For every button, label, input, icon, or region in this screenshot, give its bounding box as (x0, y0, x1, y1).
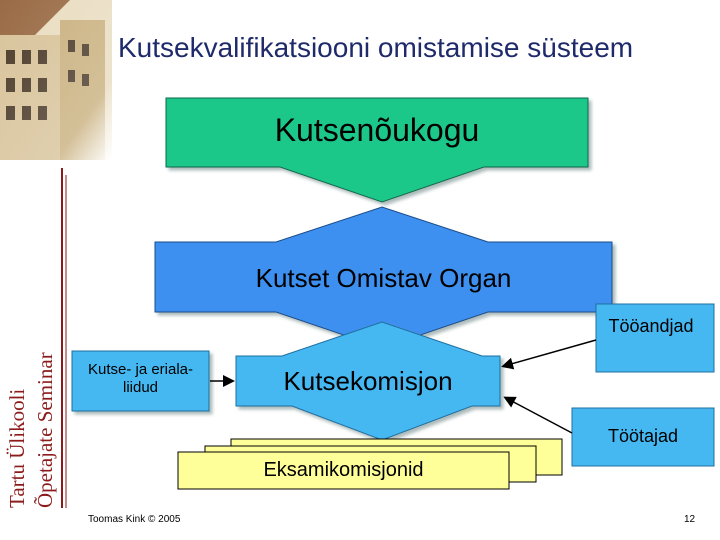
kutsenoukogu-label: Kutsenõukogu (166, 112, 588, 149)
omistav-organ-label: Kutset Omistav Organ (155, 263, 612, 294)
eksamikomisjonid-label: Eksamikomisjonid (178, 459, 509, 482)
liidud-label: Kutse- ja eriala-liidud (80, 361, 201, 397)
tooandjad-connector (504, 340, 596, 366)
page-number: 12 (684, 514, 695, 525)
tootajad-connector (506, 398, 572, 433)
tootajad-label: Töötajad (572, 426, 714, 447)
kutsekomisjon-label: Kutsekomisjon (236, 366, 500, 397)
footer-author: Toomas Kink © 2005 (88, 514, 180, 525)
tooandjad-label: Tööandjad (608, 314, 694, 338)
